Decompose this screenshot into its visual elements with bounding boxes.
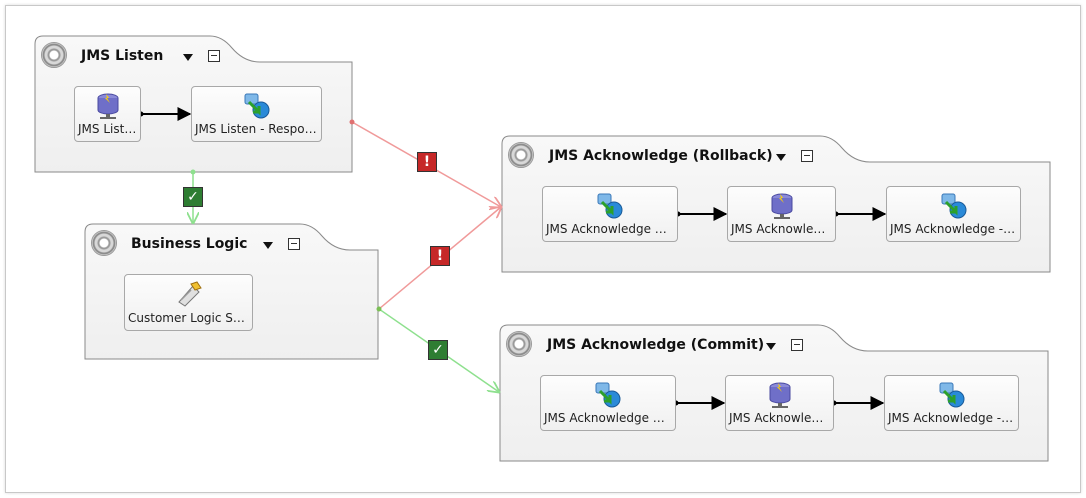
- group-title-rollback: JMS Acknowledge (Rollback): [549, 148, 773, 164]
- database-icon: [771, 193, 792, 219]
- node-label: JMS Acknowledge - ...: [890, 222, 1019, 236]
- success-badge-icon[interactable]: ✓: [428, 340, 448, 360]
- transfer-globe-icon: [595, 382, 621, 408]
- database-icon: [769, 382, 790, 408]
- node-jms-listen[interactable]: JMS Listen: [74, 86, 141, 142]
- gear-icon: [506, 331, 532, 357]
- collapse-button[interactable]: [208, 50, 220, 62]
- transfer-globe-icon: [244, 93, 269, 119]
- dropdown-arrow-icon[interactable]: [776, 154, 786, 161]
- node-rollback-ack[interactable]: JMS Acknowledge: [727, 186, 836, 242]
- connector-dot: [376, 306, 382, 312]
- node-label: JMS Listen: [78, 122, 140, 136]
- script-icon: [177, 281, 202, 307]
- node-commit-response[interactable]: JMS Acknowledge - ...: [884, 375, 1019, 431]
- node-label: JMS Acknowledge - ...: [888, 411, 1017, 425]
- node-rollback-request[interactable]: JMS Acknowledge R...: [542, 186, 678, 242]
- node-label: JMS Acknowledge: [731, 222, 835, 236]
- dropdown-arrow-icon[interactable]: [766, 343, 776, 350]
- database-icon: [97, 93, 118, 119]
- node-commit-request[interactable]: JMS Acknowledge C...: [540, 375, 676, 431]
- group-title-commit: JMS Acknowledge (Commit): [547, 337, 765, 353]
- node-label: Customer Logic Script: [128, 311, 252, 325]
- connector-dot: [349, 119, 355, 125]
- collapse-button[interactable]: [791, 339, 803, 351]
- group-title-jms-listen: JMS Listen: [81, 48, 164, 64]
- success-badge-icon[interactable]: ✓: [183, 187, 203, 207]
- collapse-button[interactable]: [801, 150, 813, 162]
- node-label: JMS Listen - Response: [195, 122, 321, 136]
- transfer-globe-icon: [939, 382, 964, 408]
- node-jms-listen-response[interactable]: JMS Listen - Response: [191, 86, 322, 142]
- group-title-business-logic: Business Logic: [131, 236, 248, 252]
- node-commit-ack[interactable]: JMS Acknowledge: [725, 375, 834, 431]
- dropdown-arrow-icon[interactable]: [263, 242, 273, 249]
- node-label: JMS Acknowledge R...: [546, 222, 675, 236]
- collapse-button[interactable]: [288, 238, 300, 250]
- transfer-globe-icon: [941, 193, 966, 219]
- failure-badge-icon[interactable]: !: [417, 152, 437, 172]
- dropdown-arrow-icon[interactable]: [183, 54, 193, 61]
- gear-icon: [41, 42, 67, 68]
- failure-badge-icon[interactable]: !: [430, 246, 450, 266]
- connector-dot: [190, 169, 196, 175]
- node-customer-logic-script[interactable]: Customer Logic Script: [124, 274, 253, 331]
- transfer-globe-icon: [597, 193, 623, 219]
- gear-icon: [91, 230, 117, 256]
- node-rollback-response[interactable]: JMS Acknowledge - ...: [886, 186, 1021, 242]
- gear-icon: [508, 142, 534, 168]
- node-label: JMS Acknowledge C...: [544, 411, 673, 425]
- node-label: JMS Acknowledge: [729, 411, 833, 425]
